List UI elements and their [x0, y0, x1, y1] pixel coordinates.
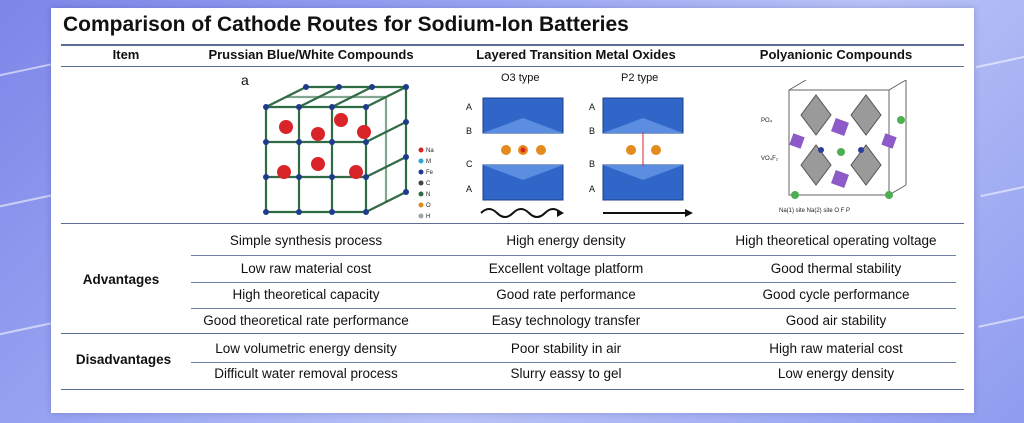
prussian-lattice-diagram: Na M Fe C N O H — [263, 84, 434, 220]
layered-structure-diagram: A B C A A B B A — [466, 97, 693, 218]
adv-cell: Good thermal stability — [770, 261, 902, 276]
adv-cell: Low raw material cost — [240, 261, 372, 276]
column-header-item: Item — [112, 47, 140, 62]
p2-layer-letter: A — [589, 184, 595, 194]
disadv-cell: Poor stability in air — [510, 341, 622, 356]
adv-cell: Easy technology transfer — [491, 313, 641, 328]
o3-layer-letter: B — [466, 126, 472, 136]
adv-cell: Excellent voltage platform — [488, 261, 644, 276]
disadv-cell: High raw material cost — [769, 341, 903, 356]
panel-label-a: a — [241, 72, 249, 88]
legend-label: O — [426, 203, 431, 209]
polyanionic-figure: PO₄ VO₄F₂ Na(1) site Na(2) site O F P — [761, 79, 921, 220]
column-header-layered: Layered Transition Metal Oxides — [476, 47, 676, 62]
o3-type-label: O3 type — [501, 72, 540, 84]
disadv-cell: Low energy density — [777, 366, 895, 381]
prussian-legend: Na M Fe C N O H — [426, 148, 434, 220]
p2-layer-letter: B — [589, 159, 595, 169]
disadv-cell: Difficult water removal process — [214, 366, 398, 381]
adv-cell: High theoretical capacity — [232, 287, 380, 302]
poly-label-po4: PO₄ — [761, 118, 773, 124]
legend-label: M — [426, 159, 431, 165]
o3-layer-letter: C — [466, 159, 473, 169]
disadvantages-label: Disadvantages — [75, 352, 172, 367]
disadv-cell: Low volumetric energy density — [215, 341, 397, 356]
adv-cell: Good air stability — [785, 313, 887, 328]
layered-oxide-figure: O3 type P2 type A B C A — [461, 70, 701, 220]
background-streak — [975, 53, 1024, 69]
column-header-poly: Polyanionic Compounds — [759, 47, 913, 62]
header-top-line — [61, 44, 964, 46]
disadv-cell: Slurry eassy to gel — [510, 366, 622, 381]
page-title: Comparison of Cathode Routes for Sodium-… — [63, 13, 629, 36]
row-divider — [191, 282, 956, 283]
p2-layer-letter: B — [589, 126, 595, 136]
advantages-label: Advantages — [82, 272, 160, 287]
background-streak — [978, 314, 1024, 328]
adv-cell: High theoretical operating voltage — [735, 233, 937, 248]
adv-cell: Simple synthesis process — [229, 233, 383, 248]
legend-label: C — [426, 181, 431, 187]
row-divider — [191, 362, 956, 363]
p2-type-label: P2 type — [621, 72, 659, 84]
p2-layer-letter: A — [589, 102, 595, 112]
adv-cell: Good theoretical rate performance — [203, 313, 409, 328]
legend-label: H — [426, 214, 430, 220]
legend-label: Na — [426, 148, 434, 154]
background-streak — [980, 184, 1024, 198]
row-divider — [191, 308, 956, 309]
poly-legend: Na(1) site Na(2) site O F P — [779, 208, 850, 214]
o3-layer-letter: A — [466, 184, 472, 194]
legend-label: Fe — [426, 170, 434, 176]
poly-label-vo4f2: VO₄F₂ — [761, 156, 779, 162]
row-divider — [191, 255, 956, 256]
adv-cell: Good rate performance — [496, 287, 636, 302]
legend-label: N — [426, 192, 430, 198]
adv-cell: Good cycle performance — [762, 287, 910, 302]
prussian-blue-figure: a — [236, 72, 456, 222]
figure-bottom-line — [61, 223, 964, 224]
o3-layer-letter: A — [466, 102, 472, 112]
column-header-prussian: Prussian Blue/White Compounds — [208, 47, 414, 62]
adv-cell: High energy density — [506, 233, 626, 248]
table-bottom-line — [61, 389, 964, 390]
polyanionic-structure-diagram: PO₄ VO₄F₂ Na(1) site Na(2) site O F P — [761, 79, 907, 214]
comparison-card: Comparison of Cathode Routes for Sodium-… — [51, 8, 974, 413]
header-bottom-line — [61, 66, 964, 67]
section-divider — [61, 333, 964, 334]
